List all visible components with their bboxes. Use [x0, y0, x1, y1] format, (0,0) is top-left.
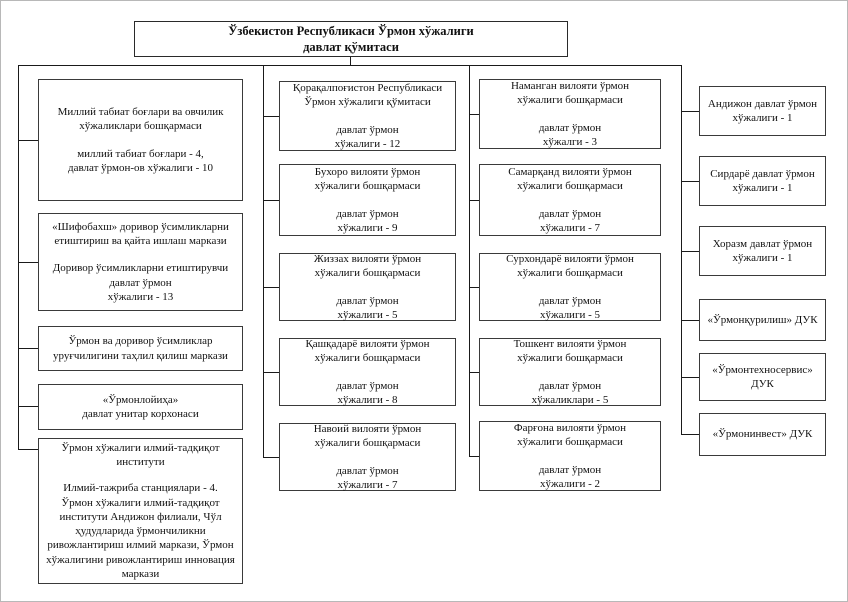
- box-namangan-dept: Наманган вилояти ўрмон хўжалиги бошқарма…: [479, 79, 661, 149]
- connector-stub: [681, 320, 699, 321]
- org-box-detail: давлат ўрмон хўжалиги - 12: [334, 123, 401, 150]
- org-box-detail: миллий табиат боғлари - 4, давлат ўрмон-…: [68, 147, 213, 174]
- org-box-detail: давлат ўрмон хўжалги - 3: [538, 121, 602, 148]
- org-box-title: «Ўрмонлойиҳа» давлат унитар корхонаси: [82, 393, 199, 420]
- connector-stub: [18, 406, 38, 407]
- org-box-title: Хоразм давлат ўрмон хўжалиги - 1: [712, 237, 813, 264]
- box-bukhara-dept: Бухоро вилояти ўрмон хўжалиги бошқармаси…: [279, 164, 456, 236]
- box-shifobakhsh-medicinal-plants-center: «Шифобахш» доривор ўсимликларни етиштири…: [38, 213, 243, 311]
- connector-stub: [469, 456, 479, 457]
- org-box-title: Самарқанд вилояти ўрмон хўжалиги бошқарм…: [508, 165, 632, 193]
- box-navoi-dept: Навоий вилояти ўрмон хўжалиги бошқармаси…: [279, 423, 456, 491]
- connector-stub: [681, 251, 699, 252]
- connector-stub: [263, 200, 279, 201]
- connector-bus: [18, 65, 682, 66]
- box-fergana-dept: Фарғона вилояти ўрмон хўжалиги бошқармас…: [479, 421, 661, 491]
- connector-stub: [263, 116, 279, 117]
- box-karakalpakstan-committee: Қорақалпоғистон Республикаси Ўрмон хўжал…: [279, 81, 456, 151]
- box-jizzakh-dept: Жиззах вилояти ўрмон хўжалиги бошқармаси…: [279, 253, 456, 321]
- box-samarkand-dept: Самарқанд вилояти ўрмон хўжалиги бошқарм…: [479, 164, 661, 236]
- connector-title-stem: [350, 57, 351, 65]
- org-box-title: Сирдарё давлат ўрмон хўжалиги - 1: [710, 167, 815, 194]
- org-box-detail: давлат ўрмон хўжалиги - 5: [538, 294, 602, 321]
- org-box-detail: давлат ўрмон хўжалиги - 8: [336, 379, 399, 406]
- connector-stub: [681, 377, 699, 378]
- org-box-title: Сурхондарё вилояти ўрмон хўжалиги бошқар…: [506, 252, 634, 280]
- box-urmonkurilish-duk: «Ўрмонқурилиш» ДУК: [699, 299, 826, 341]
- box-seed-analysis-center: Ўрмон ва доривор ўсимликлар уруғчилигини…: [38, 326, 243, 371]
- org-box-title: Қашқадарё вилояти ўрмон хўжалиги бошқарм…: [305, 337, 430, 365]
- org-box-title: Фарғона вилояти ўрмон хўжалиги бошқармас…: [513, 421, 627, 449]
- box-urmontekhnoservis-duk: «Ўрмонтехносервис» ДУК: [699, 353, 826, 401]
- org-box-detail: давлат ўрмон хўжалиги - 5: [336, 294, 399, 321]
- box-forestry-research-institute: Ўрмон хўжалиги илмий-тадқиқот институти …: [38, 438, 243, 584]
- box-khorezm-forestry: Хоразм давлат ўрмон хўжалиги - 1: [699, 226, 826, 276]
- box-surkhandarya-dept: Сурхондарё вилояти ўрмон хўжалиги бошқар…: [479, 253, 661, 321]
- box-kashkadarya-dept: Қашқадарё вилояти ўрмон хўжалиги бошқарм…: [279, 338, 456, 406]
- connector-stub: [469, 114, 479, 115]
- box-national-nature-parks-hunting-dept: Миллий табиат боғлари ва овчилик хўжалик…: [38, 79, 243, 201]
- org-box-title: Навоий вилояти ўрмон хўжалиги бошқармаси: [313, 422, 422, 450]
- org-box-title: «Ўрмонинвест» ДУК: [712, 428, 813, 441]
- connector-stub: [469, 372, 479, 373]
- org-box-detail: давлат ўрмон хўжалиги - 7: [538, 207, 602, 234]
- connector-stub: [681, 111, 699, 112]
- connector-stub: [18, 348, 38, 349]
- box-sirdarya-forestry: Сирдарё давлат ўрмон хўжалиги - 1: [699, 156, 826, 206]
- connector-stub: [18, 262, 38, 263]
- connector-stub: [263, 457, 279, 458]
- org-box-title: «Ўрмонқурилиш» ДУК: [707, 313, 818, 326]
- connector-stub: [263, 287, 279, 288]
- connector-stub: [263, 372, 279, 373]
- org-box-title: Андижон давлат ўрмон хўжалиги - 1: [707, 97, 818, 124]
- connector-stub: [469, 200, 479, 201]
- org-box-title: Қорақалпоғистон Республикаси Ўрмон хўжал…: [292, 81, 443, 109]
- org-box-title: Бухоро вилояти ўрмон хўжалиги бошқармаси: [314, 165, 421, 193]
- org-box-title: Миллий табиат боғлари ва овчилик хўжалик…: [57, 105, 224, 133]
- box-urmoninvest-duk: «Ўрмонинвест» ДУК: [699, 413, 826, 456]
- connector-stub: [18, 449, 38, 450]
- root-title: Ўзбекистон Республикаси Ўрмон хўжалиги д…: [228, 23, 474, 54]
- root-title-box: Ўзбекистон Республикаси Ўрмон хўжалиги д…: [134, 21, 568, 57]
- box-andijan-forestry: Андижон давлат ўрмон хўжалиги - 1: [699, 86, 826, 136]
- org-box-detail: давлат ўрмон хўжаликлари - 5: [531, 379, 609, 406]
- connector-trunk-col3: [469, 65, 470, 457]
- org-box-title: Жиззах вилояти ўрмон хўжалиги бошқармаси: [313, 252, 422, 280]
- box-urmonloyiha-enterprise: «Ўрмонлойиҳа» давлат унитар корхонаси: [38, 384, 243, 430]
- org-box-title: «Шифобахш» доривор ўсимликларни етиштири…: [52, 220, 229, 248]
- connector-trunk-col2: [263, 65, 264, 458]
- org-box-title: Тошкент вилояти ўрмон хўжалиги бошқармас…: [513, 337, 627, 365]
- org-box-title: Ўрмон ва доривор ўсимликлар уруғчилигини…: [53, 335, 228, 362]
- org-box-title: Ўрмон хўжалиги илмий-тадқиқот институти: [61, 441, 220, 468]
- box-tashkent-dept: Тошкент вилояти ўрмон хўжалиги бошқармас…: [479, 338, 661, 406]
- org-box-detail: давлат ўрмон хўжалиги - 9: [336, 207, 399, 234]
- org-box-detail: давлат ўрмон хўжалиги - 2: [538, 463, 602, 490]
- connector-trunk-col1: [18, 65, 19, 450]
- connector-stub: [681, 434, 699, 435]
- org-box-detail: Доривор ўсимликларни етиштирувчи давлат …: [52, 262, 229, 303]
- org-box-detail: Илмий-тажриба станциялари - 4. Ўрмон хўж…: [46, 482, 235, 581]
- connector-stub: [18, 140, 38, 141]
- connector-stub: [469, 287, 479, 288]
- connector-stub: [681, 181, 699, 182]
- connector-trunk-col4: [681, 65, 682, 435]
- org-box-title: Наманган вилояти ўрмон хўжалиги бошқарма…: [510, 79, 630, 107]
- org-box-title: «Ўрмонтехносервис» ДУК: [712, 363, 813, 390]
- org-box-detail: давлат ўрмон хўжалиги - 7: [336, 464, 399, 491]
